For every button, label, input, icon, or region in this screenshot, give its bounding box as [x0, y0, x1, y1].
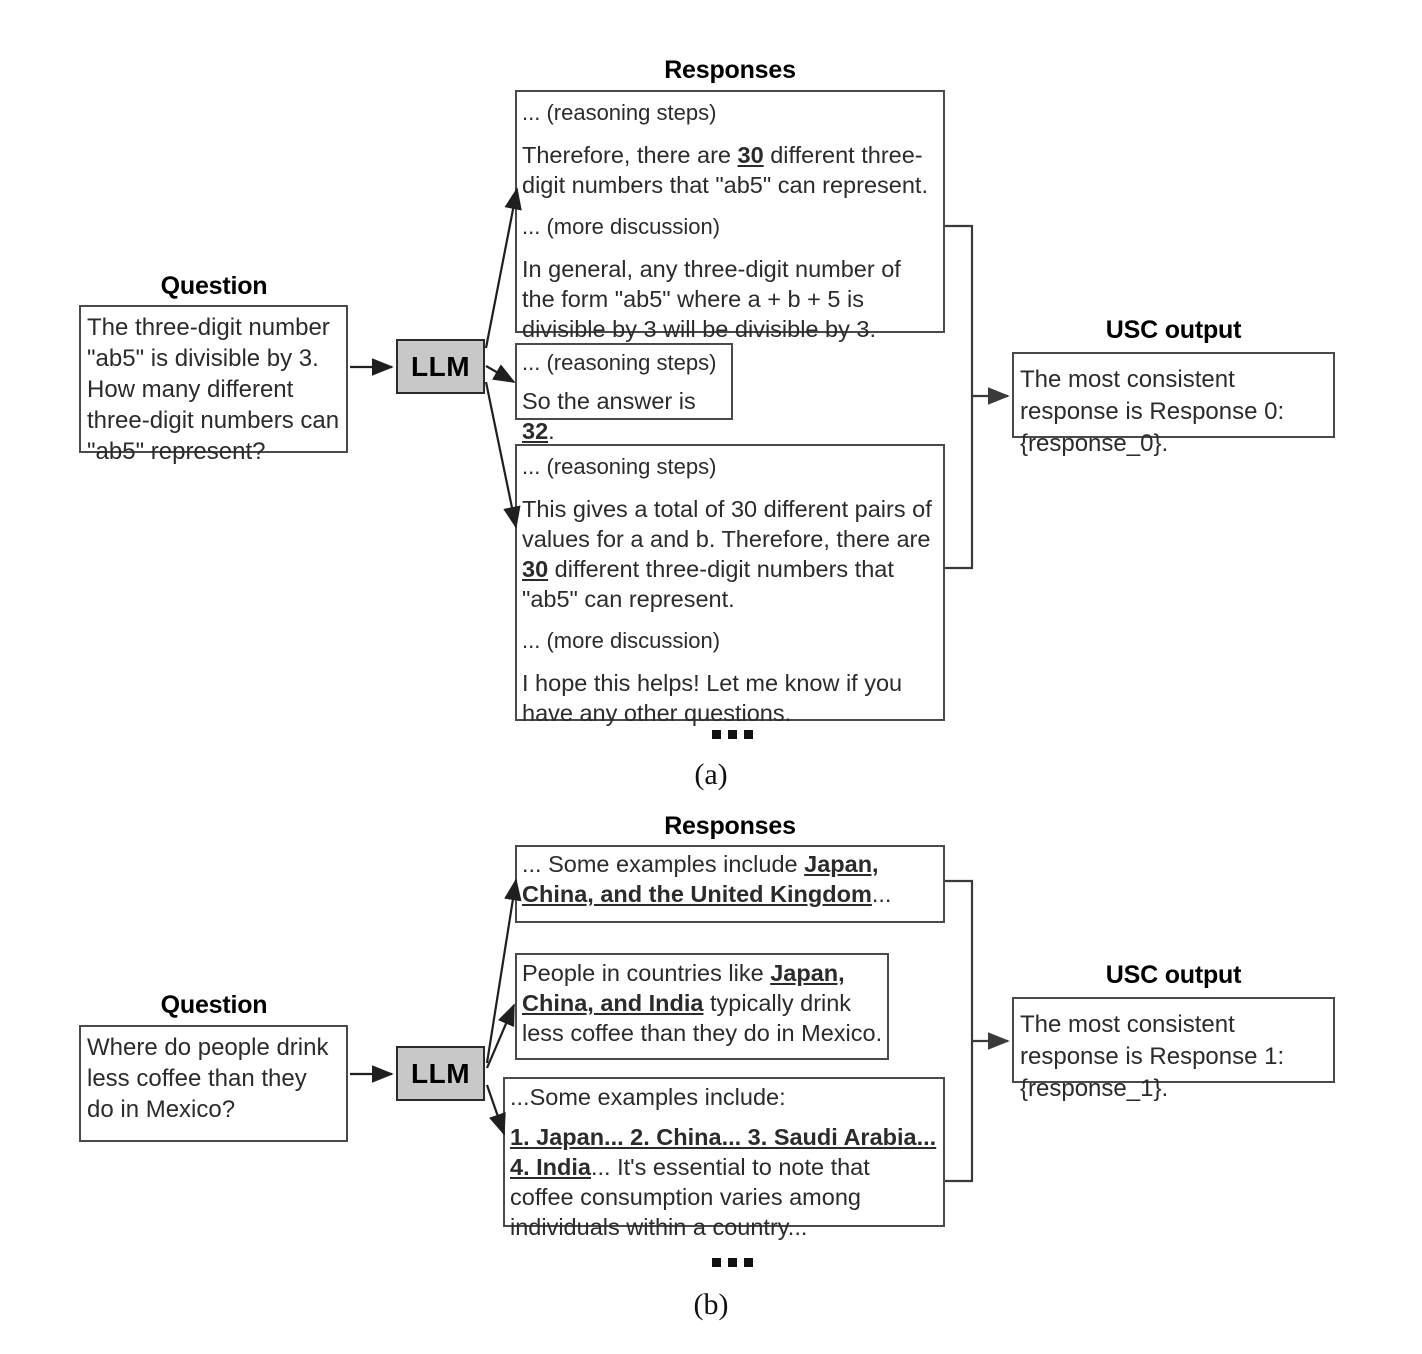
- response-line: ...Some examples include:: [510, 1084, 786, 1110]
- question-title-b: Question: [160, 991, 268, 1019]
- usc-output-text-a: The most consistent response is Response…: [1020, 366, 1285, 457]
- response-line: ... (reasoning steps): [522, 454, 717, 479]
- usc-output-box-a: The most consistent response is Response…: [1012, 352, 1335, 457]
- response-box-b-1: People in countries like Japan, China, a…: [515, 953, 889, 1060]
- response-line: ... (more discussion): [522, 214, 721, 239]
- response-box-b-0: ... Some examples include Japan, China, …: [515, 845, 945, 923]
- dot: [712, 730, 721, 739]
- question-box-b: Where do people drink less coffee than t…: [79, 1025, 348, 1142]
- response-box-a-1: ... (reasoning steps) So the answer is 3…: [515, 343, 733, 444]
- response-line: This gives a total of 30 different pairs…: [522, 496, 932, 612]
- response-line: People in countries like Japan, China, a…: [522, 960, 883, 1046]
- answer-highlight: Japan, China, and India: [522, 960, 845, 1016]
- response-line: Therefore, there are 30 different three-…: [522, 142, 928, 198]
- panel-caption-a: (a): [694, 758, 728, 791]
- response-line: ... (reasoning steps): [522, 100, 717, 125]
- llm-box-a: LLM: [396, 339, 485, 394]
- answer-highlight: 32: [522, 418, 549, 444]
- response-box-a-2: ... (reasoning steps) This gives a total…: [515, 444, 945, 726]
- response-line: 1. Japan... 2. China... 3. Saudi Arabia.…: [510, 1124, 937, 1240]
- more-responses-marker-a: [712, 730, 753, 739]
- usc-output-text-b: The most consistent response is Response…: [1020, 1011, 1285, 1102]
- llm-label-a: LLM: [410, 350, 471, 382]
- response-line: ... (reasoning steps): [522, 350, 717, 375]
- response-line: In general, any three-digit number of th…: [522, 256, 901, 342]
- response-text-b-0: ... Some examples include Japan, China, …: [517, 847, 943, 915]
- response-text-a-0: ... (reasoning steps) Therefore, there a…: [517, 92, 943, 350]
- response-line: So the answer is 32.: [522, 388, 696, 444]
- response-text-b-1: People in countries like Japan, China, a…: [517, 955, 887, 1054]
- response-line: ... Some examples include Japan, China, …: [522, 851, 892, 907]
- usc-output-title-a: USC output: [1105, 316, 1242, 344]
- question-text-b: Where do people drink less coffee than t…: [87, 1034, 329, 1123]
- question-box-a: The three-digit number "ab5" is divisibl…: [79, 305, 348, 465]
- panel-a: Question The three-digit number "ab5" is…: [79, 56, 1335, 791]
- response-text-a-2: ... (reasoning steps) This gives a total…: [517, 446, 943, 734]
- answer-highlight: 30: [522, 556, 549, 582]
- llm-label-b: LLM: [410, 1057, 471, 1089]
- question-title-a: Question: [160, 272, 268, 300]
- response-text-b-2: ...Some examples include: 1. Japan... 2.…: [505, 1079, 943, 1248]
- response-box-b-2: ...Some examples include: 1. Japan... 2.…: [503, 1077, 945, 1240]
- response-box-a-0: ... (reasoning steps) Therefore, there a…: [515, 90, 945, 342]
- answer-highlight: 1. Japan... 2. China... 3. Saudi Arabia.…: [510, 1124, 937, 1180]
- responses-title-a: Responses: [664, 56, 796, 84]
- llm-box-b: LLM: [396, 1046, 485, 1101]
- answer-highlight: Japan, China, and the United Kingdom: [522, 851, 879, 907]
- dot: [744, 730, 753, 739]
- usc-output-title-b: USC output: [1105, 961, 1242, 989]
- dot: [728, 1258, 737, 1267]
- usc-output-box-b: The most consistent response is Response…: [1012, 997, 1335, 1102]
- answer-highlight: 30: [737, 142, 764, 168]
- question-text-a: The three-digit number "ab5" is divisibl…: [87, 314, 340, 465]
- response-line: ... (more discussion): [522, 628, 721, 653]
- response-text-a-1: ... (reasoning steps) So the answer is 3…: [517, 345, 731, 452]
- panel-caption-b: (b): [693, 1288, 729, 1321]
- dot: [728, 730, 737, 739]
- dot: [712, 1258, 721, 1267]
- dot: [744, 1258, 753, 1267]
- responses-title-b: Responses: [664, 812, 796, 840]
- response-line: I hope this helps! Let me know if you ha…: [522, 670, 903, 726]
- more-responses-marker-b: [712, 1258, 753, 1267]
